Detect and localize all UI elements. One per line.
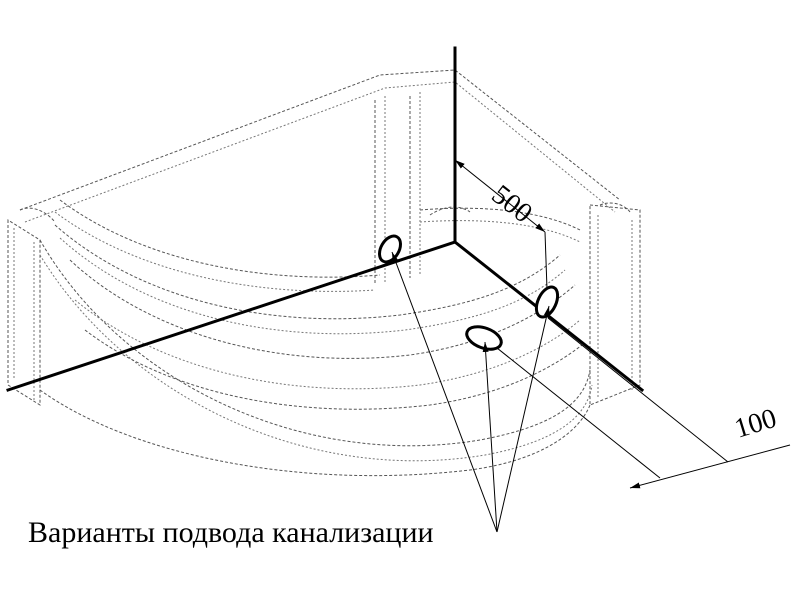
leader-line-front — [482, 341, 498, 533]
wall-lines — [6, 46, 645, 393]
caption: Варианты подвода канализации — [28, 516, 434, 549]
dimension-100-line — [629, 444, 791, 489]
dimension-100: 100 — [486, 317, 791, 489]
drain-outlet-front — [465, 325, 503, 351]
dimension-100-extension-b — [486, 339, 661, 479]
dimension-500: 500 — [454, 159, 549, 319]
drain-outlet-right — [534, 285, 560, 319]
leader-lines — [391, 251, 550, 533]
bathtub-outline-hidden — [7, 69, 641, 477]
dimension-500-line — [454, 159, 546, 233]
dimension-100-label: 100 — [731, 403, 780, 445]
dimension-100-extension-a — [547, 317, 729, 463]
leader-line-right — [496, 305, 550, 533]
leader-line-back — [391, 251, 498, 533]
drain-outlets — [378, 234, 560, 351]
wall-left-floor-line — [6, 240, 457, 392]
